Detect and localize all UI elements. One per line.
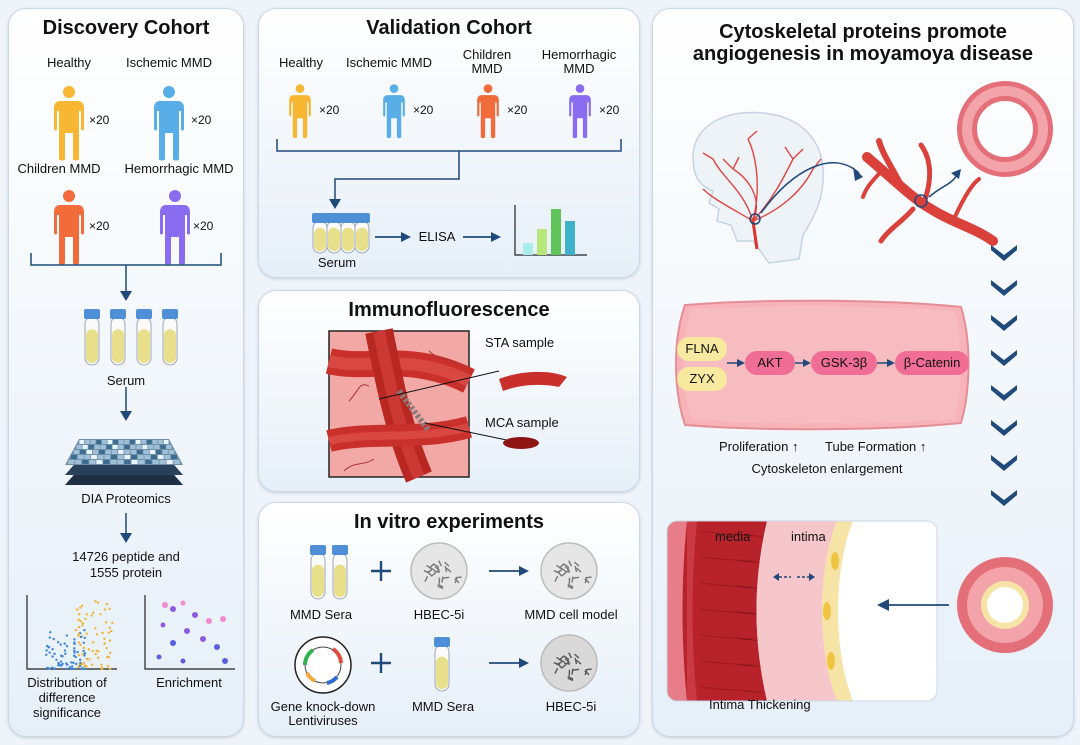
vessel-microscopy-image (325, 328, 475, 483)
person-icon-children (54, 190, 84, 265)
effect-tube-text: Tube Formation (825, 439, 917, 454)
count-children: ×20 (89, 219, 110, 233)
protein-pill-zyx: ZYX (677, 367, 727, 391)
row2-result-label: HBEC-5i (545, 699, 597, 714)
effect-cytoskeleton: Cytoskeleton enlargement (751, 461, 903, 476)
mca-sample-label: MCA sample (485, 415, 559, 430)
serum-label: Serum (106, 373, 146, 388)
vessel-wall-cross-section (666, 520, 938, 702)
chevron-column (991, 245, 1017, 506)
person-icon-ischemic (154, 86, 184, 161)
val-count-ischemic: ×20 (413, 103, 434, 117)
pathway-arrows (727, 359, 895, 367)
mechanism-panel: Cytoskeletal proteins promote angiogenes… (652, 8, 1074, 737)
invitro-title: In vitro experiments (353, 511, 545, 533)
thickened-vessel-cross-section (877, 557, 1053, 653)
pathway-pill-akt: AKT (745, 351, 795, 375)
row2-sera-label: MMD Sera (411, 699, 475, 714)
val-label-healthy: Healthy (278, 55, 324, 70)
pathway-pill-catenin: β-Catenin (895, 351, 969, 375)
count-healthy: ×20 (89, 113, 110, 127)
up-arrow-icon: ↑ (792, 439, 799, 454)
row2-virus-label-2: Lentiviruses (288, 713, 358, 728)
immuno-title: Immunofluorescence (348, 299, 550, 321)
plot1-label-3: significance (33, 705, 101, 720)
val-person-children (477, 84, 499, 139)
immunofluorescence-panel: Immunofluorescence STA sample MCA sample (258, 290, 640, 492)
protein-pill-flna: FLNA (677, 337, 727, 361)
elisa-bar-chart-icon (514, 205, 587, 256)
result-line-2: 1555 protein (89, 565, 163, 580)
serum-tubes (84, 309, 178, 366)
mechanism-title-2: angiogenesis in moyamoya disease (692, 43, 1034, 65)
dia-proteomics-label: DIA Proteomics (81, 491, 171, 506)
plus-icon-2 (371, 653, 391, 673)
leader-lines (378, 370, 567, 449)
up-arrow-icon: ↑ (919, 439, 927, 454)
effect-proliferation: Proliferation ↑ (719, 439, 799, 454)
enrichment-label: Enrichment (156, 675, 222, 690)
effect-proliferation-text: Proliferation (719, 439, 789, 454)
arrow-1 (489, 566, 529, 576)
val-serum-label: Serum (317, 255, 357, 270)
effect-tube-formation: Tube Formation ↑ (825, 439, 926, 454)
row2-virus-label-1: Gene knock-down (270, 699, 376, 714)
pathway-pill-gsk: GSK-3β (811, 351, 877, 375)
mmd-sera-tube-row2 (434, 637, 450, 692)
mmd-cell-dish (540, 542, 598, 600)
val-count-hemorrhagic: ×20 (599, 103, 620, 117)
val-label-hemorrhagic-2: MMD (563, 61, 595, 76)
group-label-children: Children MMD (17, 161, 101, 176)
count-hemorrhagic: ×20 (193, 219, 214, 233)
lentivirus-plasmid-icon (294, 636, 352, 694)
person-icon-hemorrhagic (160, 190, 190, 265)
media-label: media (715, 529, 751, 544)
val-bracket-connector (276, 139, 622, 242)
val-label-children-2: MMD (471, 61, 503, 76)
proteomics-chip-icon (65, 439, 183, 485)
val-serum-tubes (312, 213, 370, 254)
plus-icon-1 (371, 561, 391, 581)
val-count-healthy: ×20 (319, 103, 340, 117)
val-label-ischemic: Ischemic MMD (346, 55, 432, 70)
val-person-ischemic (383, 84, 405, 139)
hbec-dish-2 (540, 634, 598, 692)
val-person-healthy (289, 84, 311, 139)
val-label-children-1: Children (462, 47, 512, 62)
intima-label: intima (791, 529, 826, 544)
elisa-label: ELISA (418, 229, 456, 244)
hbec-dish-1 (410, 542, 468, 600)
validation-cohort-panel: Validation Cohort Healthy Ischemic MMD C… (258, 8, 640, 278)
validation-title: Validation Cohort (366, 17, 532, 39)
count-ischemic: ×20 (191, 113, 212, 127)
sta-sample-label: STA sample (485, 335, 555, 350)
result-line-1: 14726 peptide and (72, 549, 180, 564)
plot1-label-1: Distribution of (27, 675, 107, 690)
in-vitro-panel: In vitro experiments MMD Sera HBEC-5i MM… (258, 502, 640, 737)
enrichment-plot (144, 595, 235, 670)
intima-thickening-label: Intima Thickening (709, 697, 811, 712)
mmd-sera-tubes-row1 (310, 545, 348, 600)
row1-result-label: MMD cell model (524, 607, 618, 622)
bracket-connector (30, 253, 222, 543)
discovery-title: Discovery Cohort (42, 17, 210, 39)
person-icon-healthy (54, 86, 84, 161)
volcano-plot (26, 595, 117, 671)
val-count-children: ×20 (507, 103, 528, 117)
val-person-hemorrhagic (569, 84, 591, 139)
arrow-2 (489, 658, 529, 668)
group-label-hemorrhagic: Hemorrhagic MMD (124, 161, 234, 176)
group-label-ischemic: Ischemic MMD (126, 55, 212, 70)
discovery-cohort-panel: Discovery Cohort Healthy Ischemic MMD ×2… (8, 8, 244, 737)
row1-cell-label: HBEC-5i (413, 607, 465, 622)
group-label-healthy: Healthy (46, 55, 92, 70)
mechanism-title-1: Cytoskeletal proteins promote (719, 21, 1007, 43)
brain-vessel-illustration (692, 81, 1053, 264)
val-label-hemorrhagic-1: Hemorrhagic (541, 47, 617, 62)
row1-sera-label: MMD Sera (289, 607, 353, 622)
plot1-label-2: difference (38, 690, 96, 705)
